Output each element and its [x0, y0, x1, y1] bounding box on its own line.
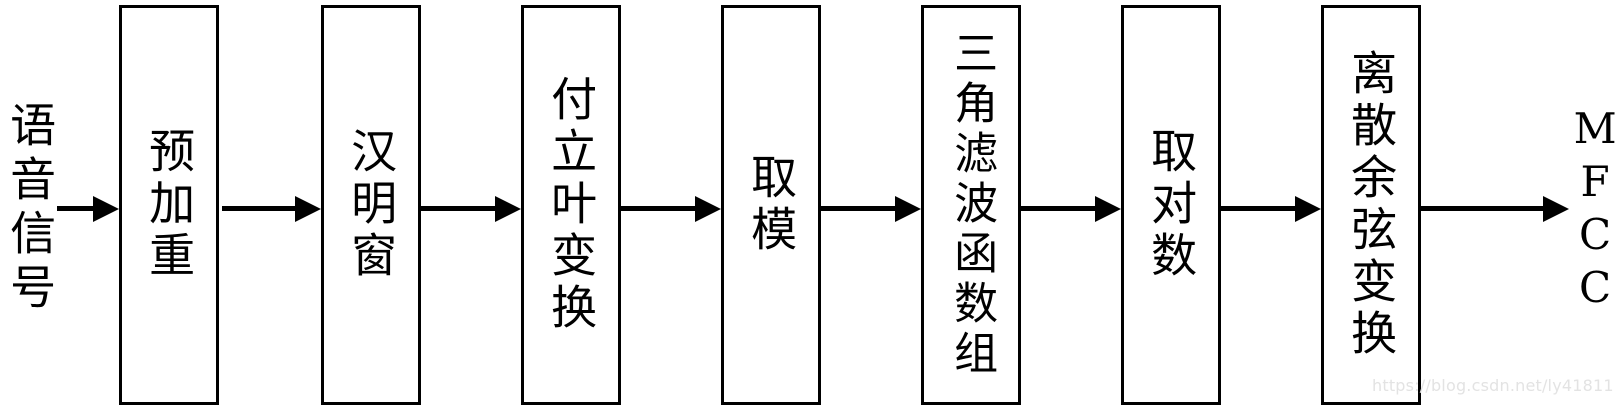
step-box-logarithm[interactable]: 取对数 — [1121, 5, 1221, 405]
arrow-shaft — [421, 206, 497, 211]
arrow-5-to-6 — [1021, 196, 1121, 222]
arrow-shaft — [1221, 206, 1297, 211]
arrow-shaft — [1421, 206, 1545, 211]
arrow-head — [495, 196, 521, 222]
arrow-in-to-1 — [57, 196, 119, 222]
step-label: 取对数 — [1144, 127, 1199, 283]
step-label: 取模 — [744, 153, 799, 257]
arrow-head — [1543, 196, 1569, 222]
step-box-hamming-window[interactable]: 汉明窗 — [321, 5, 421, 405]
step-label: 付立叶变换 — [544, 75, 599, 335]
step-box-triangular-filters[interactable]: 三角滤波函数组 — [921, 5, 1021, 405]
arrow-shaft — [1021, 206, 1097, 211]
step-label: 汉明窗 — [344, 127, 399, 283]
arrow-3-to-4 — [621, 196, 721, 222]
arrow-head — [895, 196, 921, 222]
arrow-4-to-5 — [821, 196, 921, 222]
arrow-head — [695, 196, 721, 222]
arrow-head — [1295, 196, 1321, 222]
arrow-head — [295, 196, 321, 222]
step-label: 预加重 — [142, 127, 197, 283]
step-label: 三角滤波函数组 — [946, 30, 998, 380]
arrow-6-to-7 — [1221, 196, 1321, 222]
arrow-2-to-3 — [421, 196, 521, 222]
arrow-shaft — [57, 206, 97, 211]
step-box-dct[interactable]: 离散余弦变换 — [1321, 5, 1421, 405]
arrow-shaft — [621, 206, 697, 211]
input-label-text: 语音信号 — [3, 101, 58, 317]
input-label: 语音信号 — [2, 90, 58, 328]
output-label-text: MFCC — [1570, 104, 1619, 316]
arrow-1-to-2 — [222, 196, 321, 222]
step-box-magnitude[interactable]: 取模 — [721, 5, 821, 405]
arrow-7-to-out — [1421, 196, 1569, 222]
step-label: 离散余弦变换 — [1344, 49, 1399, 361]
arrow-head — [93, 196, 119, 222]
arrow-shaft — [821, 206, 897, 211]
step-box-pre-emphasis[interactable]: 预加重 — [119, 5, 219, 405]
step-box-fourier-transform[interactable]: 付立叶变换 — [521, 5, 621, 405]
output-label: MFCC — [1571, 104, 1619, 316]
arrow-shaft — [222, 206, 297, 211]
arrow-head — [1095, 196, 1121, 222]
watermark-text: https://blog.csdn.net/ly41811 — [1372, 376, 1614, 395]
